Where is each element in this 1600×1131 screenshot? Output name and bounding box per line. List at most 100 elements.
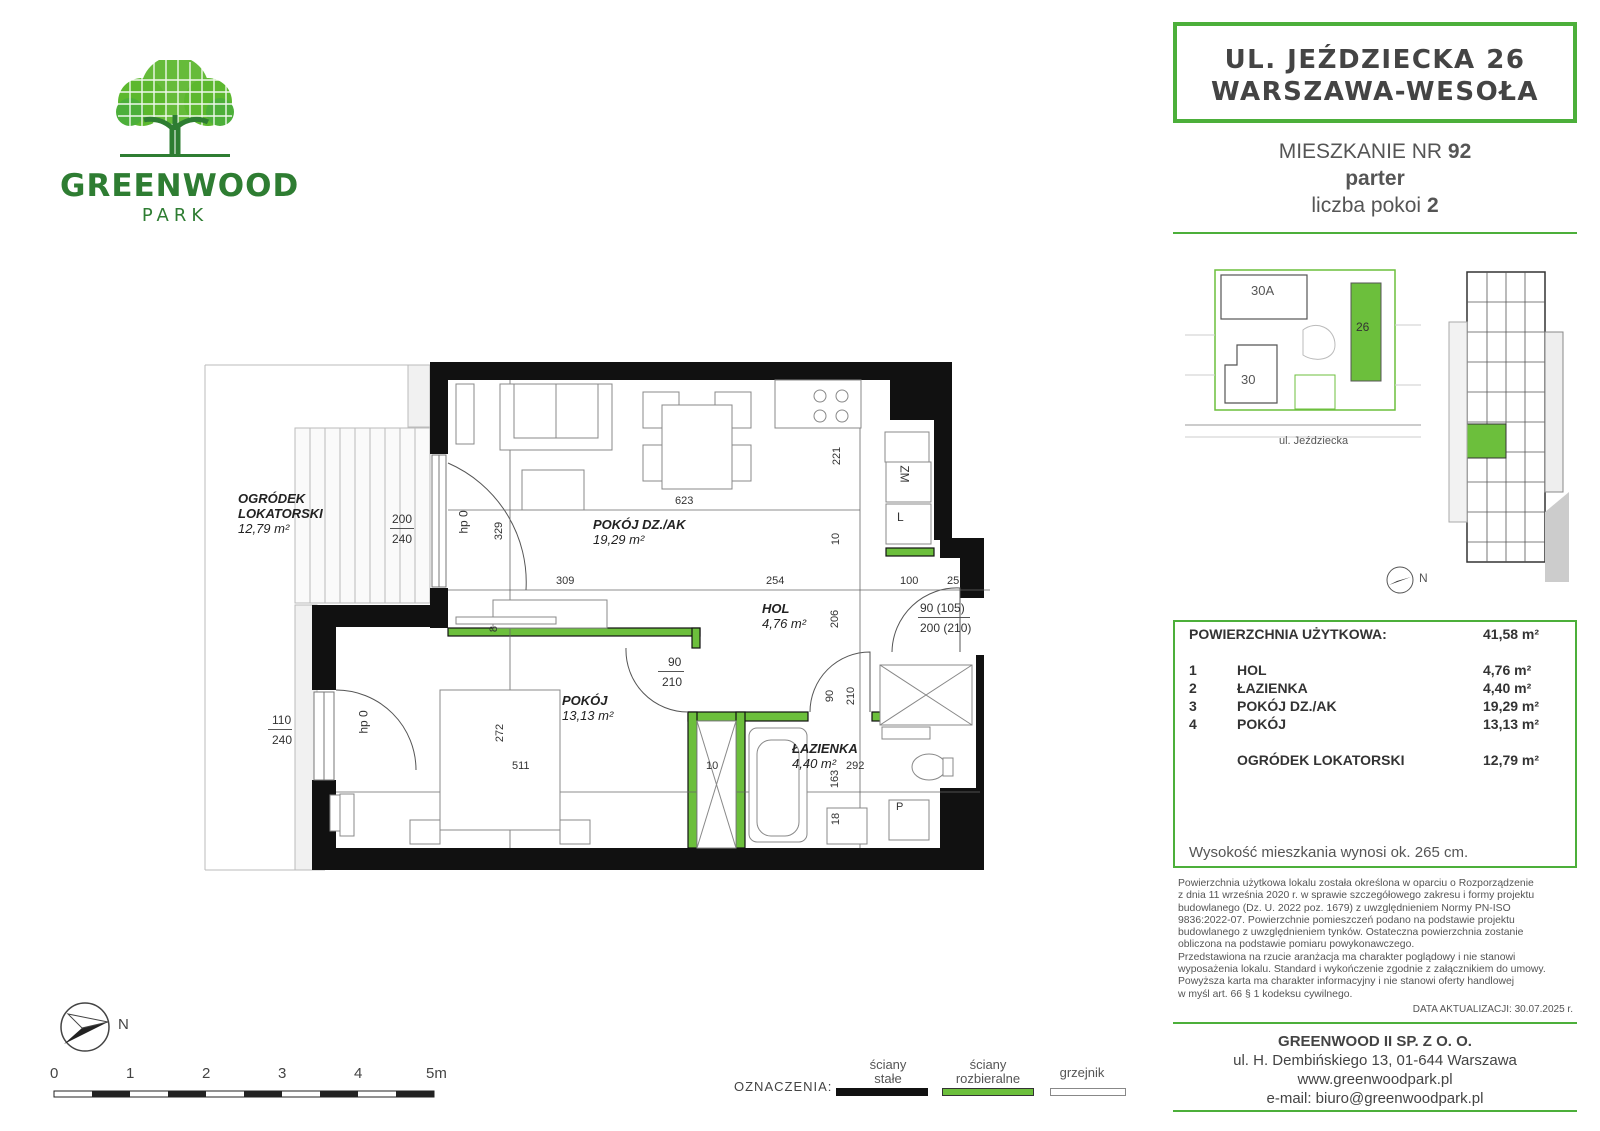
dim-221: 221 — [831, 446, 844, 466]
window2-width: 110 — [272, 713, 292, 727]
windows — [313, 454, 447, 781]
legend-fixed-walls-swatch — [836, 1088, 928, 1096]
usable-area-title: POWIERZCHNIA UŻYTKOWA: — [1189, 626, 1387, 642]
garden-label: OGRÓDEK LOKATORSKI 12,79 m² — [238, 491, 323, 536]
building-key-plan — [1437, 262, 1573, 592]
update-date: DATA AKTUALIZACJI: 30.07.2025 r. — [1412, 1004, 1573, 1015]
dim-18: 18 — [830, 812, 843, 826]
garden-area-value: 12,79 m² — [238, 521, 290, 536]
dim-206: 206 — [829, 609, 842, 629]
apartment-rooms-line: liczba pokoi 2 — [1311, 194, 1439, 217]
company-info: GREENWOOD II SP. Z O. O. ul. H. Dembińsk… — [1173, 1032, 1577, 1108]
legal-disclaimer: Powierzchnia użytkowa lokalu została okr… — [1178, 878, 1546, 1000]
dim-329: 329 — [493, 521, 506, 541]
door-room-width: 90 — [668, 655, 682, 669]
window1-width: 200 — [392, 512, 413, 526]
area-row-name: POKÓJ — [1237, 716, 1287, 732]
floor-plan: OGRÓDEK LOKATORSKI 12,79 m² POKÓJ DZ./AK… — [190, 355, 1000, 875]
sitemap-street: ul. Jeździecka — [1279, 435, 1349, 447]
dim-90a: 90 — [824, 689, 837, 703]
door-ext-height: 200 (210) — [920, 621, 972, 635]
radiators — [329, 616, 557, 832]
garden-area — [204, 364, 431, 871]
legend-radiator-label: grzejnik — [1059, 1065, 1105, 1080]
dim-254: 254 — [766, 575, 785, 587]
window2-fraction-line — [268, 729, 292, 730]
legend-removable-walls-swatch — [942, 1088, 1034, 1096]
area-summary: POWIERZCHNIA UŻYTKOWA: 41,58 m² 1 HOL 4,… — [1173, 620, 1577, 868]
north-arrow: N — [58, 1000, 129, 1059]
legend-radiator-swatch — [1050, 1088, 1126, 1096]
door-ext-fraction-line — [918, 617, 970, 618]
sitemap-building-30a: 30A — [1251, 283, 1275, 298]
company-address: ul. H. Dembińskiego 13, 01-644 Warszawa — [1233, 1052, 1517, 1069]
fixture-l-label: L — [897, 510, 904, 524]
dim-292: 292 — [846, 760, 865, 772]
window1-fraction-line — [390, 528, 414, 529]
door-room-height: 210 — [662, 675, 683, 689]
company-email[interactable]: e-mail: biuro@greenwoodpark.pl — [1266, 1090, 1484, 1107]
area-row-name: HOL — [1237, 662, 1267, 678]
area-row-value: 4,40 m² — [1483, 680, 1532, 696]
area-row-name: POKÓJ DZ./AK — [1237, 698, 1337, 714]
tree-icon — [112, 56, 238, 157]
usable-area-total: 41,58 m² — [1483, 626, 1540, 642]
divider — [1173, 1022, 1577, 1024]
area-row-no: 2 — [1189, 680, 1197, 696]
door-swings — [335, 462, 961, 771]
compass-icon — [60, 1002, 110, 1052]
area-row-no: 4 — [1189, 716, 1197, 732]
room-label: POKÓJ 13,13 m² — [562, 693, 614, 723]
furniture — [339, 379, 973, 849]
dim-8: 8 — [488, 625, 501, 633]
scale-bar-graphic — [53, 1090, 435, 1098]
logo-wordmark: GREENWOOD — [60, 168, 300, 204]
divider — [1173, 1110, 1577, 1112]
address-line1: UL. JEŹDZIECKA 26 — [1224, 45, 1526, 75]
dim-25: 25 — [947, 575, 960, 587]
fixture-p-label: P — [896, 801, 904, 813]
legend-title: OZNACZENIA: — [734, 1079, 833, 1094]
window1-height: 240 — [392, 532, 413, 546]
garden-area-name: OGRÓDEK LOKATORSKI — [1237, 752, 1405, 768]
door-room-fraction-line — [658, 671, 684, 672]
apartment-floor: parter — [1345, 167, 1405, 190]
divider — [1173, 232, 1577, 234]
dim-10b: 10 — [706, 760, 719, 772]
company-website[interactable]: www.greenwoodpark.pl — [1297, 1071, 1453, 1088]
site-compass-label: N — [1419, 571, 1428, 585]
hp-label-2: hp 0 — [356, 710, 371, 734]
bathroom-label: ŁAZIENKA 4,40 m² — [792, 741, 858, 771]
dim-100: 100 — [900, 575, 919, 587]
dim-10a: 10 — [830, 532, 843, 546]
hp-label-1: hp 0 — [456, 510, 471, 534]
dim-272: 272 — [494, 723, 507, 743]
apartment-info: MIESZKANIE NR 92 parter liczba pokoi 2 — [1173, 138, 1577, 219]
sitemap-building-30: 30 — [1241, 372, 1256, 387]
north-label: N — [118, 1016, 129, 1033]
area-row-no: 1 — [1189, 662, 1197, 678]
garden-area-total: 12,79 m² — [1483, 752, 1540, 768]
address-line2: WARSZAWA-WESOŁA — [1210, 77, 1540, 107]
dim-163: 163 — [829, 769, 842, 789]
area-row-value: 19,29 m² — [1483, 698, 1540, 714]
greenwood-logo: GREENWOOD PARK — [60, 56, 300, 230]
area-row-no: 3 — [1189, 698, 1197, 714]
compass-icon — [1386, 566, 1414, 594]
hall-label: HOL 4,76 m² — [762, 601, 807, 631]
area-row-value: 4,76 m² — [1483, 662, 1532, 678]
sitemap-building-26: 26 — [1356, 320, 1370, 334]
scale-bar: 0 1 2 3 4 5m — [50, 1065, 450, 1105]
apartment-number-line: MIESZKANIE NR 92 — [1278, 140, 1472, 163]
company-name: GREENWOOD II SP. Z O. O. — [1278, 1033, 1472, 1050]
height-note: Wysokość mieszkania wynosi ok. 265 cm. — [1189, 844, 1469, 861]
dim-210a: 210 — [845, 686, 858, 706]
dim-309: 309 — [556, 575, 575, 587]
address-box: UL. JEŹDZIECKA 26 WARSZAWA-WESOŁA — [1173, 22, 1577, 123]
dim-511: 511 — [512, 760, 530, 772]
area-row-name: ŁAZIENKA — [1237, 680, 1308, 696]
site-map: 30A 26 30 ul. Jeździecka — [1185, 265, 1421, 455]
area-row-value: 13,13 m² — [1483, 716, 1540, 732]
